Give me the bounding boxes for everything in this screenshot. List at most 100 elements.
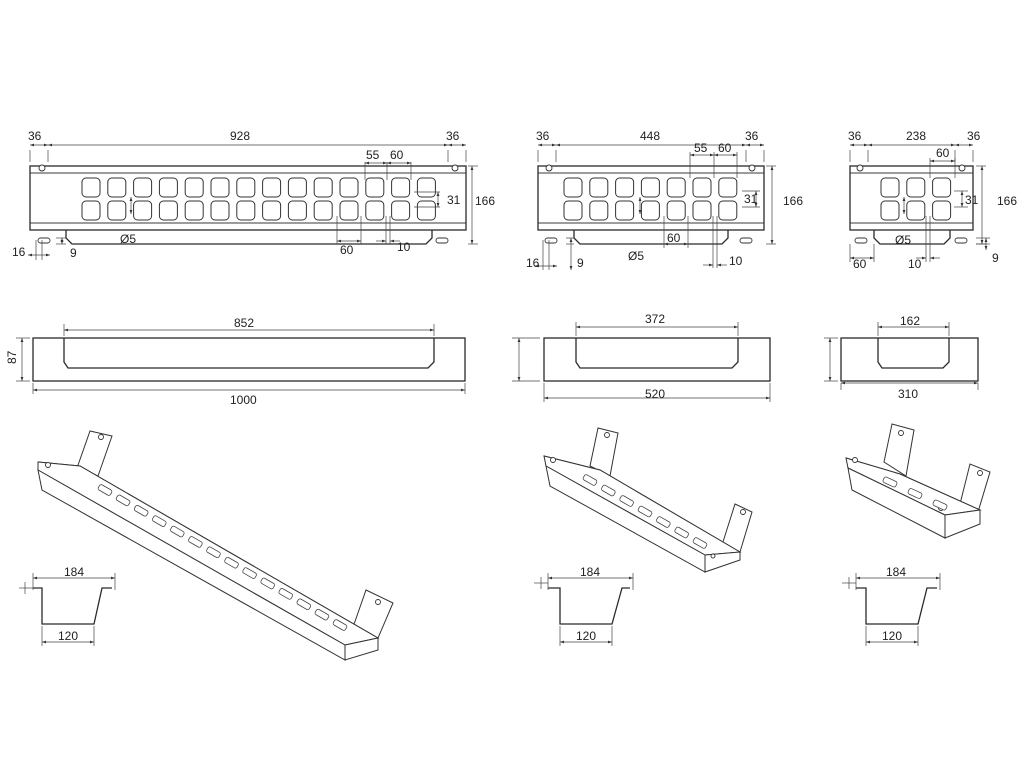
cable-slot [262,177,282,198]
dim-166: 166 [475,194,495,208]
mount-slot [854,237,868,244]
small-top-outline [849,165,974,231]
dim-31: 31 [965,193,979,207]
dim-10: 10 [729,254,743,268]
cable-slot [262,200,282,221]
mount-slot [954,237,968,244]
large-side-cutout [63,338,435,369]
iso-cable-slot [656,516,671,528]
dim-inner-length: 852 [234,316,254,330]
cable-slot [391,200,411,221]
cable-slot [339,177,359,198]
iso-cable-slot [133,504,149,517]
section-profile [33,587,112,625]
iso-cable-slot [582,474,598,486]
dim-166: 166 [997,194,1017,208]
cable-slot [210,200,230,221]
large-cross-section: 184 120 [19,565,116,646]
large-top-outline [29,165,467,231]
dim-166: 166 [783,194,803,208]
cable-slot [391,177,411,198]
small-top-bottom-lip [873,230,951,245]
small-side-outline [840,337,979,382]
cable-slot [158,200,178,221]
cable-slot [640,200,660,221]
dim-36-right: 36 [967,129,981,143]
cable-slot [563,200,583,221]
iso-cable-slot [637,505,653,518]
iso-cable-slot [115,494,131,507]
iso-floor [543,455,742,556]
medium-iso-slot-row [582,474,708,549]
dim-9: 9 [577,256,584,270]
dim-36-right: 36 [745,129,759,143]
iso-end-wall [704,551,741,573]
iso-cable-slot [314,608,330,621]
cable-slot [287,200,307,221]
section-profile [856,587,937,625]
cable-slot [640,177,660,198]
large-top-bottom-lip [65,230,433,245]
iso-tab [883,423,915,477]
iso-cable-slot [692,537,708,549]
cable-slot [692,200,712,221]
cable-slot [666,200,686,221]
dim-36-left: 36 [28,129,42,143]
cable-slot [133,177,153,198]
iso-front-wall [37,469,346,661]
dim-hole-dia: Ø5 [628,249,644,263]
large-iso-slot-row [97,484,348,631]
cable-slot [210,177,230,198]
dim-60-top: 60 [390,148,404,162]
iso-cable-slot [278,588,293,600]
cable-slot [133,200,153,221]
cable-slot [692,177,712,198]
medium-side-view: 372 520 [512,312,771,402]
cable-slot [287,177,307,198]
large-side-outline [32,337,466,382]
dim-36-right: 36 [446,129,460,143]
cable-slot [313,177,333,198]
small-isometric-view [845,423,991,539]
cable-slot [339,200,359,221]
iso-cable-slot [152,515,167,527]
medium-top-view: 36 448 36 55 60 31 166 Ø5 60 10 16 9 [526,129,803,270]
cable-slot [416,177,436,198]
medium-slot-grid [563,177,738,221]
cable-slot [932,177,952,198]
cable-slot [236,200,256,221]
dim-total-length: 1000 [230,393,257,407]
iso-cable-slot [296,598,312,611]
dim-55: 55 [366,148,380,162]
dim-length: 238 [906,129,926,143]
cable-slot [107,200,127,221]
small-slot-grid [880,177,952,221]
dim-60-top: 60 [936,146,950,160]
cable-slot [563,177,583,198]
medium-top-bottom-lip [573,230,729,245]
dim-section-top: 184 [580,565,600,579]
dim-16: 16 [12,245,26,259]
iso-cable-slot [674,526,689,539]
medium-isometric-view [543,427,753,573]
cable-slot [416,200,436,221]
cable-slot [313,200,333,221]
medium-cross-section: 184 120 [534,565,634,646]
dim-9: 9 [992,251,999,265]
iso-cable-slot [619,495,634,507]
cable-slot [184,177,204,198]
dim-section-bottom: 120 [882,629,902,643]
dim-section-bottom: 120 [576,629,596,643]
large-slot-grid [81,177,436,221]
dim-total-length: 520 [645,387,665,401]
small-side-cutout [877,338,950,369]
cable-slot [906,177,926,198]
cable-slot [718,177,738,198]
dim-16: 16 [526,256,540,270]
small-cross-section: 184 120 [842,565,941,646]
dim-31: 31 [744,192,758,206]
cable-slot [589,200,609,221]
iso-cable-slot [260,577,275,590]
cable-slot [589,177,609,198]
